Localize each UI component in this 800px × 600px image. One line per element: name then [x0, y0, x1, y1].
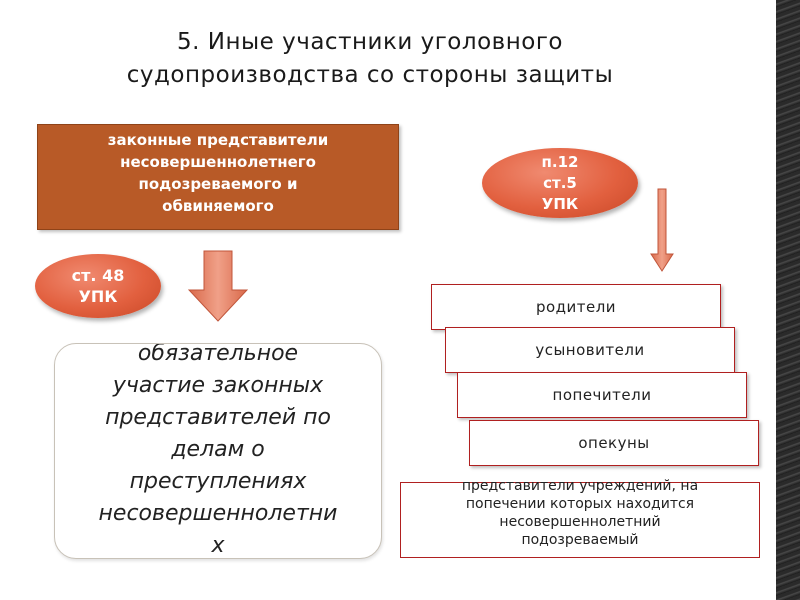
- decorative-side-strip: [776, 0, 800, 600]
- ellipse-left-line-2: УПК: [78, 287, 118, 306]
- ellipse-left-line-1: ст. 48: [71, 266, 125, 285]
- article-5-ellipse: п.12 ст.5 УПК: [482, 148, 638, 218]
- stack-item-label: попечители: [552, 386, 652, 404]
- top-box-line-4: обвиняемого: [162, 197, 274, 215]
- rounded-box-line-4: делам о: [171, 437, 265, 462]
- page-title: 5. Иные участники уголовного судопроизво…: [60, 26, 680, 92]
- inst-box-line-1: представители учреждений, на: [461, 478, 699, 494]
- stack-item-parents: родители: [431, 284, 721, 330]
- arrow-down-icon: [650, 188, 674, 272]
- institution-representatives-box: представители учреждений, на попечении к…: [400, 478, 760, 558]
- rounded-box-line-5: преступлениях: [129, 469, 307, 494]
- stack-item-adoptive-parents: усыновители: [445, 327, 735, 373]
- rounded-box-line-7: х: [211, 533, 225, 558]
- stack-item-label: родители: [535, 298, 617, 316]
- page-title-line-2: судопроизводства со стороны защиты: [126, 62, 614, 88]
- rounded-box-line-3: представителей по: [105, 405, 331, 430]
- rounded-box-line-2: участие законных: [112, 373, 324, 398]
- article-48-ellipse: ст. 48 УПК: [35, 254, 161, 318]
- legal-representatives-box: законные представители несовершеннолетне…: [37, 124, 399, 230]
- ellipse-right-line-3: УПК: [541, 195, 579, 213]
- mandatory-participation-box: обязательное участие законных представит…: [54, 343, 382, 559]
- arrow-down-icon: [188, 250, 248, 322]
- ellipse-right-line-2: ст.5: [543, 174, 577, 192]
- stack-item-label: опекуны: [578, 434, 650, 452]
- inst-box-line-3: несовершеннолетний: [499, 514, 661, 530]
- stack-item-trustees: попечители: [457, 372, 747, 418]
- ellipse-right-line-1: п.12: [541, 153, 579, 171]
- inst-box-line-4: подозреваемый: [521, 532, 639, 548]
- top-box-line-3: подозреваемого и: [138, 175, 298, 193]
- stack-item-label: усыновители: [535, 341, 645, 359]
- rounded-box-line-6: несовершеннолетни: [98, 501, 338, 526]
- top-box-line-1: законные представители: [107, 131, 329, 149]
- rounded-box-line-1: обязательное: [137, 343, 299, 366]
- top-box-line-2: несовершеннолетнего: [120, 153, 316, 171]
- inst-box-line-2: попечении которых находится: [465, 496, 695, 512]
- stack-item-guardians: опекуны: [469, 420, 759, 466]
- page-title-line-1: 5. Иные участники уголовного: [177, 29, 563, 55]
